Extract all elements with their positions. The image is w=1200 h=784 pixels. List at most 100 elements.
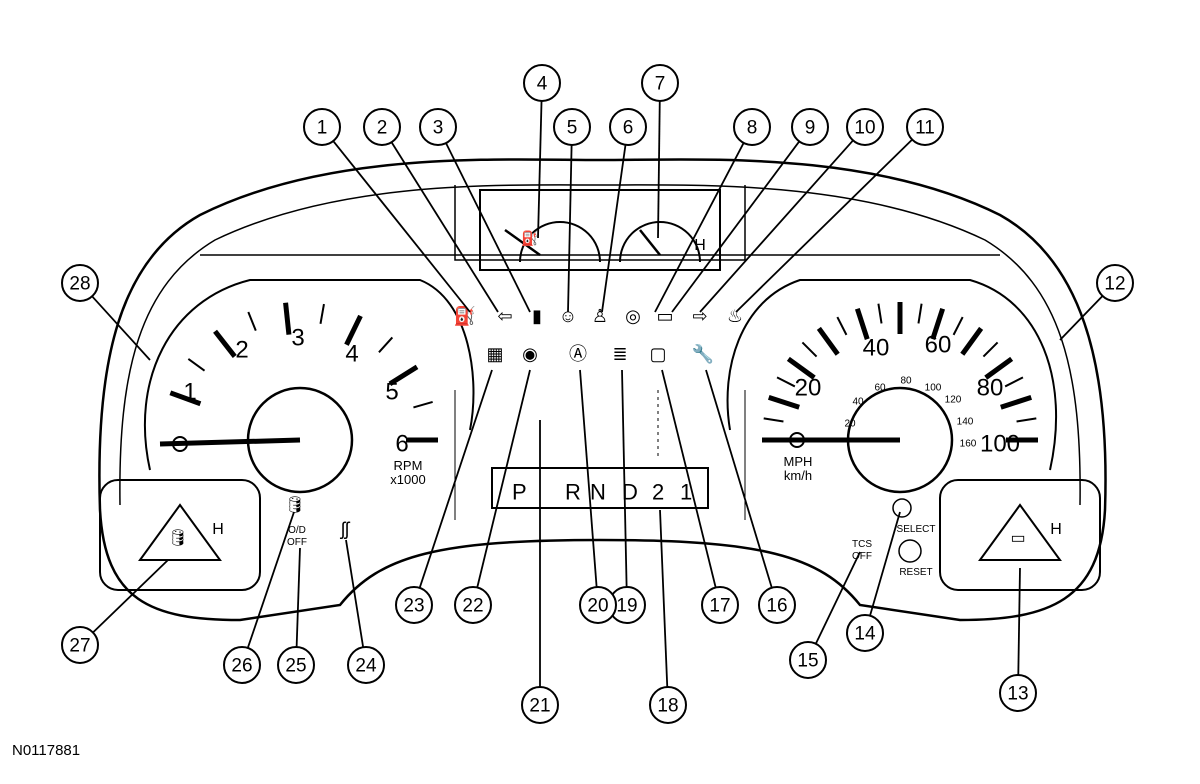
kmh-label-80: 80 (900, 376, 912, 387)
tcs-off-label: OFF (852, 551, 872, 562)
callout-leader-8 (654, 142, 745, 313)
callout-number: 3 (433, 118, 444, 139)
tachometer-ticks (169, 302, 438, 443)
callout-number: 9 (805, 118, 816, 139)
tach-tick-4 (283, 302, 292, 335)
warning-lamps-row2: ▦ ◉ Ⓐ ≣ ▢ 🔧 (486, 343, 714, 364)
tach-tick-9 (413, 401, 433, 409)
upper-gauges: ⛽ H (479, 189, 721, 271)
speed-tick-8 (854, 307, 870, 340)
callout-number: 5 (567, 118, 578, 139)
callout-number: 18 (657, 696, 678, 717)
speed-tick-2 (767, 394, 800, 410)
right-turn-arrow-icon: ⇨ (692, 306, 707, 326)
tach-tick-3 (247, 311, 257, 331)
callout-circle (454, 586, 492, 624)
callout-number: 17 (709, 596, 730, 617)
callout-number: 26 (231, 656, 252, 677)
select-reset-button[interactable]: SELECT RESET (892, 498, 936, 578)
battery-icon: ▭ (1010, 530, 1025, 547)
od-off-label: OFF (287, 537, 307, 548)
od-off-indicator: O/D OFF (287, 525, 307, 548)
callout-number: 19 (616, 596, 637, 617)
tire-pressure-icon: ◎ (625, 306, 641, 326)
seatbelt-icon: ♙ (592, 306, 608, 326)
callout-number: 11 (915, 118, 935, 139)
battery-charge-icon: ▭ (656, 306, 673, 326)
prndl-d: D (622, 480, 638, 505)
callout-number: 13 (1007, 684, 1028, 705)
callout-circle (846, 614, 884, 652)
callout-27: 27 (61, 626, 99, 664)
callout-9: 9 (791, 108, 829, 146)
callout-23: 23 (395, 586, 433, 624)
callout-circle (61, 264, 99, 302)
callout-leader-10 (699, 139, 854, 313)
airbag-icon: ☺ (559, 306, 577, 326)
callout-leader-20 (579, 369, 598, 588)
tach-label-3: 3 (291, 325, 304, 352)
speed-tick-3 (776, 376, 796, 388)
callout-number: 28 (69, 274, 90, 295)
callout-circle (1096, 264, 1134, 302)
callout-number: 8 (747, 118, 758, 139)
tach-label-2: 2 (235, 337, 248, 364)
callout-circle (277, 646, 315, 684)
speed-unit-mph: MPH (784, 454, 813, 469)
callout-11: 11 (906, 108, 944, 146)
callout-circle (553, 108, 591, 146)
prndl-1: 1 (680, 480, 692, 505)
mph-label-60: 60 (925, 332, 952, 359)
prndl-2: 2 (652, 480, 664, 505)
callout-6: 6 (609, 108, 647, 146)
callout-15: 15 (789, 641, 827, 679)
engine-temp-icon: ♨ (727, 306, 743, 326)
wrench-icon: 🔧 (692, 343, 714, 364)
callout-circle (521, 686, 559, 724)
abs-icon: Ⓐ (569, 344, 587, 364)
callout-circle (419, 108, 457, 146)
callout-14: 14 (846, 614, 884, 652)
oil-can-icon: 🛢 (168, 529, 188, 547)
callout-leader-4 (537, 100, 543, 239)
callout-16: 16 (758, 586, 796, 624)
tach-label-4: 4 (345, 341, 358, 368)
callout-number: 22 (462, 596, 483, 617)
od-label: O/D (288, 525, 306, 536)
speedometer: 20 40 60 80 100 20 40 60 80 100 120 140 … (726, 279, 1058, 494)
callout-leader-13 (1017, 567, 1021, 676)
kmh-label-120: 120 (945, 395, 962, 406)
callout-number: 24 (355, 656, 377, 677)
cluster-housing (98, 158, 1107, 622)
callout-circle (61, 626, 99, 664)
callout-8: 8 (733, 108, 771, 146)
mph-label-80: 80 (977, 375, 1004, 402)
low-fuel-icon: ▮ (532, 306, 542, 326)
fuel-gauge: ⛽ (504, 221, 601, 263)
temp-gauge: H (619, 221, 706, 263)
callout-number: 15 (797, 651, 818, 672)
reset-label: RESET (899, 567, 932, 578)
speed-tick-11 (917, 303, 923, 324)
speed-tick-5 (801, 341, 818, 358)
speed-tick-9 (877, 303, 883, 324)
callout-leader-19 (621, 369, 628, 588)
callout-number: 4 (537, 74, 548, 95)
callout-leader-3 (445, 142, 531, 313)
speed-tick-1 (763, 417, 784, 423)
callout-leader-17 (661, 369, 717, 588)
callout-leader-27 (92, 559, 169, 634)
speed-tick-12 (930, 307, 946, 340)
prndl-r: R (565, 480, 581, 505)
callout-circle (579, 586, 617, 624)
callout-circle (395, 586, 433, 624)
callout-leader-12 (1059, 295, 1104, 341)
callout-circle (791, 108, 829, 146)
fuel-door-icon: ⛽ (454, 305, 476, 326)
tach-tick-8 (388, 364, 419, 386)
callout-number: 7 (655, 74, 666, 95)
callout-leader-5 (567, 144, 573, 313)
select-label: SELECT (897, 524, 936, 535)
high-beam-icon: ≣ (612, 344, 627, 364)
